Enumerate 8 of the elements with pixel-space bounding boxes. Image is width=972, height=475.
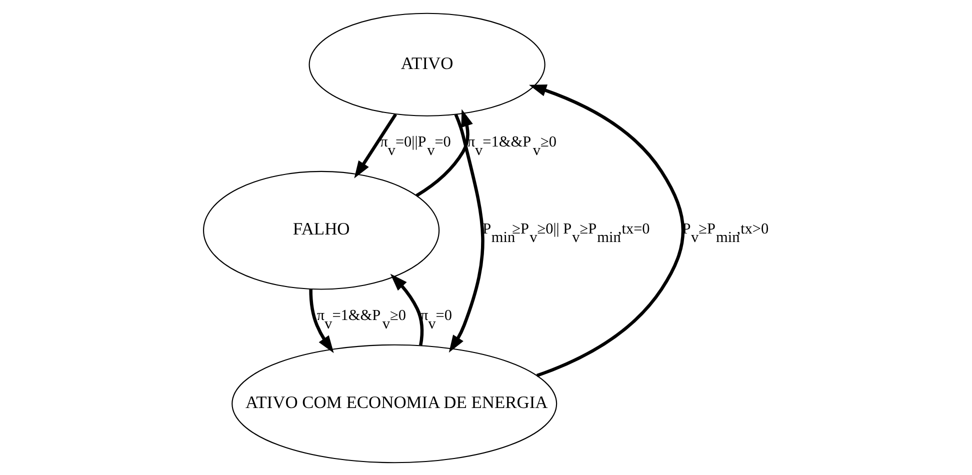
arrow (354, 112, 396, 178)
arrow (415, 108, 472, 197)
arrow (528, 84, 684, 377)
node-ellipse: ATIVO COM ECONOMIA DE ENERGIA (231, 344, 557, 463)
arrow (308, 288, 334, 353)
arrow (390, 273, 424, 346)
node-ellipse: ATIVO (308, 12, 545, 116)
arrow (448, 113, 484, 352)
